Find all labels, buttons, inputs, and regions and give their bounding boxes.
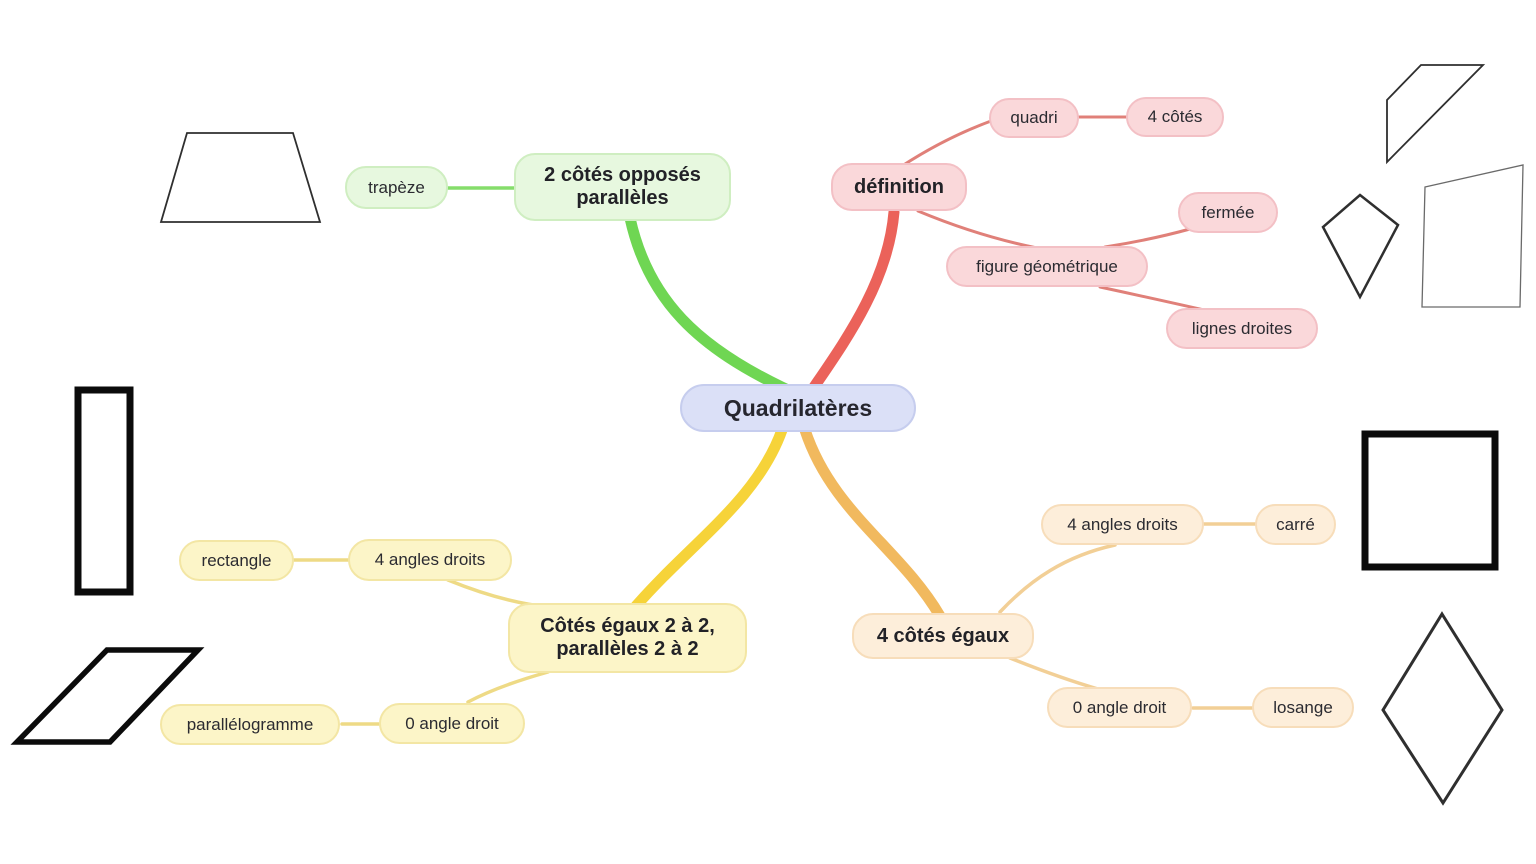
node-4-angles-droits-orange[interactable]: 4 angles droits	[1041, 504, 1204, 545]
connector-figure-fermee	[1103, 227, 1192, 249]
irregular-quadrilateral-2-shape	[1421, 164, 1524, 308]
kite-shape	[1321, 193, 1400, 300]
parallelogram-shape	[10, 647, 205, 745]
connector-4cotesegaux-4angles	[998, 543, 1117, 614]
connector-4cotesegaux-0angle	[1008, 656, 1100, 691]
trapezoid-shape	[159, 132, 322, 223]
node-losange[interactable]: losange	[1252, 687, 1354, 728]
connector-cotesegaux-0angle	[466, 670, 550, 704]
node-rectangle[interactable]: rectangle	[179, 540, 294, 581]
node-4-cotes[interactable]: 4 côtés	[1126, 97, 1224, 137]
branch-curve-green	[624, 212, 794, 396]
node-4-angles-droits-yellow[interactable]: 4 angles droits	[348, 539, 512, 581]
branch-curve-red	[806, 206, 900, 396]
node-2-cotes-opposes-paralleles[interactable]: 2 côtés opposés parallèles	[514, 153, 731, 221]
node-4-cotes-egaux[interactable]: 4 côtés égaux	[852, 613, 1034, 659]
node-cotes-egaux-2-a-2[interactable]: Côtés égaux 2 à 2, parallèles 2 à 2	[508, 603, 747, 673]
rhombus-shape	[1381, 611, 1504, 806]
node-figure-geometrique[interactable]: figure géométrique	[946, 246, 1148, 287]
node-0-angle-droit-yellow[interactable]: 0 angle droit	[379, 703, 525, 744]
node-definition[interactable]: définition	[831, 163, 967, 211]
tall-rectangle-shape	[74, 386, 134, 596]
node-fermee[interactable]: fermée	[1178, 192, 1278, 233]
connector-definition-figure	[916, 209, 1039, 250]
node-0-angle-droit-orange[interactable]: 0 angle droit	[1047, 687, 1192, 728]
connector-definition-quadri	[900, 119, 993, 168]
square-shape	[1361, 430, 1499, 571]
branch-curve-orange	[799, 424, 946, 622]
node-quadri[interactable]: quadri	[989, 98, 1079, 138]
node-carre[interactable]: carré	[1255, 504, 1336, 545]
node-quadrilateres[interactable]: Quadrilatères	[680, 384, 916, 432]
irregular-quadrilateral-shape	[1386, 64, 1486, 165]
node-lignes-droites[interactable]: lignes droites	[1166, 308, 1318, 349]
node-trapeze[interactable]: trapèze	[345, 166, 448, 209]
branch-curve-yellow	[630, 424, 788, 612]
node-parallelogramme[interactable]: parallélogramme	[160, 704, 340, 745]
